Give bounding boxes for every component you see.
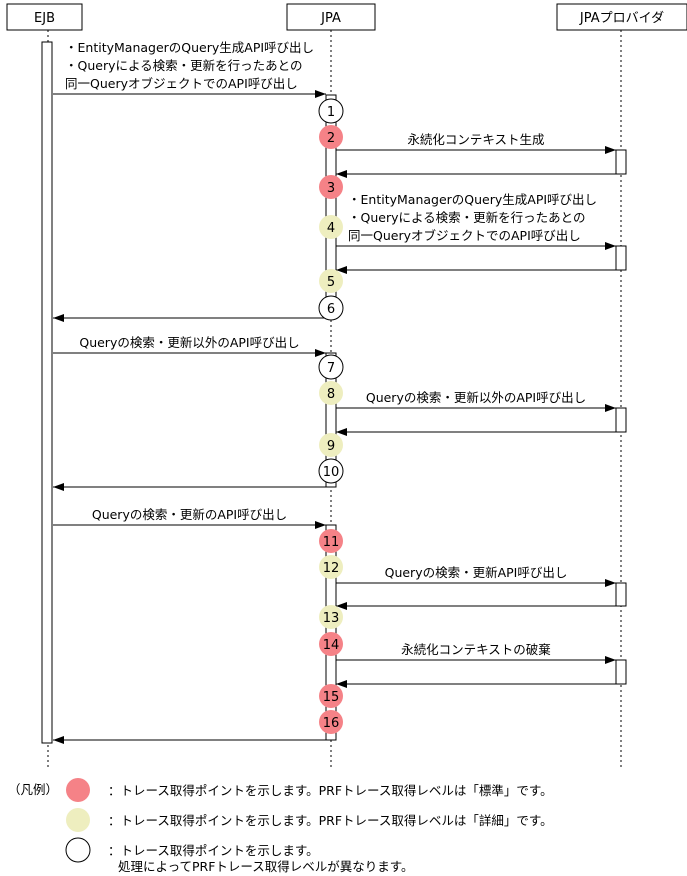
message-arrowhead-1 (315, 90, 326, 98)
trace-point-10 (318, 458, 344, 484)
trace-point-label-12: 12 (323, 561, 340, 576)
trace-point-8 (319, 381, 343, 405)
legend-text-detail-line-1: ：トレース取得ポイントを示します。PRFトレース取得レベルは「詳細」です。 (108, 813, 553, 828)
trace-point-label-1: 1 (327, 105, 335, 120)
trace-point-3 (319, 175, 343, 199)
trace-point-label-7: 7 (327, 361, 335, 376)
activation-bar-provider-9 (615, 659, 627, 685)
message-label-1-line-1: ・EntityManagerのQuery生成API呼び出し (65, 40, 314, 55)
trace-point-6 (318, 295, 344, 321)
legend-title: （凡例） (8, 782, 58, 797)
lifeline-label-provider: JPAプロバイダ (579, 11, 664, 26)
message-arrowhead-12 (605, 579, 616, 587)
message-label-12-line-1: Queryの検索・更新API呼び出し (385, 565, 568, 580)
lifeline-box-jpa (286, 3, 376, 31)
message-arrowhead-16 (53, 736, 64, 744)
lifelines: EJB JPA JPAプロバイダ (6, 3, 687, 768)
lifeline-label-jpa: JPA (320, 11, 341, 26)
trace-point-label-15: 15 (323, 690, 340, 705)
message-arrowhead-15 (336, 680, 347, 688)
message-arrowhead-3 (336, 170, 347, 178)
message-arrowhead-7 (315, 349, 326, 357)
trace-point-2 (319, 125, 343, 149)
trace-point-16 (319, 710, 343, 734)
lifeline-box-provider (556, 3, 687, 31)
message-arrowhead-4 (605, 242, 616, 250)
trace-point-label-9: 9 (327, 439, 335, 454)
trace-point-label-6: 6 (327, 302, 335, 317)
message-label-4-line-3: 同一QueryオブジェクトでのAPI呼び出し (348, 228, 581, 243)
legend-text-variable-line-1: ：トレース取得ポイントを示します。 (108, 843, 319, 858)
trace-point-15 (319, 684, 343, 708)
messages: ・EntityManagerのQuery生成API呼び出し・Queryによる検索… (53, 40, 616, 744)
message-label-11-line-1: Queryの検索・更新のAPI呼び出し (92, 507, 287, 522)
legend-swatch-variable (65, 837, 91, 863)
legend-text-variable-line-2: 処理によってPRFトレース取得レベルが異なります。 (118, 859, 414, 874)
trace-point-label-3: 3 (327, 181, 335, 196)
message-label-14-line-1: 永続化コンテキストの破棄 (401, 642, 551, 657)
activation-bar-provider-8 (615, 582, 627, 607)
trace-point-12 (319, 555, 343, 579)
lifeline-label-ejb: EJB (34, 11, 55, 26)
lifeline-box-ejb (6, 3, 83, 31)
trace-point-11 (319, 529, 343, 553)
message-label-4-line-2: ・Queryによる検索・更新を行ったあとの (348, 210, 586, 225)
trace-point-14 (319, 632, 343, 656)
message-arrowhead-8 (605, 404, 616, 412)
trace-point-7 (318, 354, 344, 380)
message-arrowhead-11 (315, 521, 326, 529)
trace-point-label-4: 4 (327, 221, 335, 236)
activation-bar-provider-6 (615, 245, 627, 271)
message-label-1-line-3: 同一QueryオブジェクトでのAPI呼び出し (65, 76, 298, 91)
trace-point-label-14: 14 (323, 638, 340, 653)
legend: （凡例） ：トレース取得ポイントを示します。PRFトレース取得レベルは「標準」です… (8, 778, 553, 874)
trace-point-label-13: 13 (323, 611, 340, 626)
trace-point-1 (318, 98, 344, 124)
message-arrowhead-10 (53, 483, 64, 491)
trace-point-label-8: 8 (327, 387, 335, 402)
trace-point-4 (319, 215, 343, 239)
activation-bar-provider-5 (615, 149, 627, 175)
trace-point-label-16: 16 (323, 716, 340, 731)
message-label-7-line-1: Queryの検索・更新以外のAPI呼び出し (79, 335, 299, 350)
trace-point-5 (319, 269, 343, 293)
message-arrowhead-9 (336, 428, 347, 436)
activation-bar-jpa-3 (325, 352, 337, 488)
trace-point-label-2: 2 (327, 131, 335, 146)
message-arrowhead-2 (605, 146, 616, 154)
activation-bar-ejb-1 (41, 41, 53, 744)
message-label-1-line-2: ・Queryによる検索・更新を行ったあとの (65, 58, 303, 73)
message-label-2-line-1: 永続化コンテキスト生成 (407, 132, 544, 147)
legend-swatch-detail (66, 808, 90, 832)
message-arrowhead-5 (336, 266, 347, 274)
message-arrowhead-14 (605, 656, 616, 664)
legend-swatch-standard (66, 778, 90, 802)
trace-point-label-10: 10 (323, 465, 340, 480)
trace-point-13 (319, 605, 343, 629)
message-arrowhead-6 (53, 314, 64, 322)
message-label-4-line-1: ・EntityManagerのQuery生成API呼び出し (348, 192, 597, 207)
legend-text-standard-line-1: ：トレース取得ポイントを示します。PRFトレース取得レベルは「標準」です。 (108, 783, 553, 798)
message-label-8-line-1: Queryの検索・更新以外のAPI呼び出し (366, 390, 586, 405)
trace-point-label-5: 5 (327, 275, 335, 290)
activation-bar-provider-7 (615, 407, 627, 433)
trace-point-9 (319, 433, 343, 457)
message-arrowhead-13 (336, 602, 347, 610)
trace-point-label-11: 11 (323, 535, 340, 550)
